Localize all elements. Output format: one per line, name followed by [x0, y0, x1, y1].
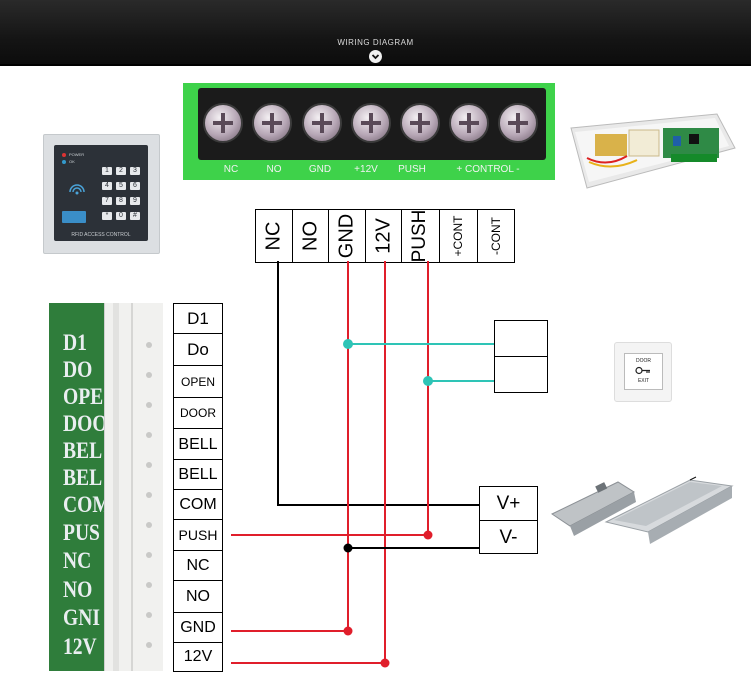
junction-dot: [343, 543, 353, 553]
terminal-label: + CONTROL -: [456, 164, 520, 175]
keypad-key: 6: [130, 182, 140, 190]
board-label: NO: [63, 577, 93, 602]
pin-com: COM: [174, 490, 222, 520]
board-label: BEL: [63, 438, 103, 463]
key-icon: [635, 366, 650, 375]
terminal-screw: [449, 103, 489, 143]
keypad-key: 0: [116, 212, 126, 220]
exit-button-terminals: [494, 320, 548, 393]
lock-v-minus: V-: [499, 527, 518, 548]
page-title: WIRING DIAGRAM: [337, 38, 414, 47]
pin-open: OPEN: [174, 366, 222, 398]
terminal-cell: GND: [329, 210, 367, 262]
ok-label: OK: [69, 159, 75, 164]
terminal-screw: [302, 103, 342, 143]
keypad-panel: POWER OK 1 2 3 4 5 6 7 8 9 * 0 #: [54, 145, 148, 241]
exit-button-face: DOOR EXIT: [624, 353, 663, 390]
terminal-label: NC: [223, 164, 239, 175]
junction-dot: [343, 626, 353, 636]
wire-connector: [104, 303, 163, 671]
header-bar: WIRING DIAGRAM: [0, 0, 751, 66]
terminal-label: PUSH: [398, 164, 426, 175]
junction-dot: [380, 658, 390, 668]
pin-do: Do: [174, 334, 222, 366]
pin-d1: D1: [174, 304, 222, 334]
card-icon: [62, 211, 86, 223]
terminal-screw: [400, 103, 440, 143]
pin-gnd: GND: [174, 613, 222, 643]
board-label: DO: [63, 357, 93, 382]
keypad-key: 9: [130, 197, 140, 205]
pin-no: NO: [174, 581, 222, 613]
keypad-key: 4: [102, 182, 112, 190]
keypad-key: 2: [116, 167, 126, 175]
lock-v-plus: V+: [480, 487, 537, 521]
chevron-down-icon[interactable]: [369, 50, 382, 63]
terminal-screw: [498, 103, 538, 143]
terminal-screw: [203, 103, 243, 143]
power-label: POWER: [69, 152, 85, 157]
board-label: OPE: [63, 384, 104, 409]
board-label: D1: [63, 330, 87, 355]
board-label: COM: [63, 492, 111, 517]
pin-bell: BELL: [174, 460, 222, 490]
keypad-footer: RFID ACCESS CONTROL: [71, 232, 131, 238]
electric-lock-photo: [550, 476, 734, 544]
terminal-cell: +CONT: [440, 210, 479, 262]
board-label: DOO: [63, 411, 108, 436]
exit-button-photo: DOOR EXIT: [614, 342, 672, 402]
keypad-key: 1: [102, 167, 112, 175]
terminal-label: GND: [308, 164, 332, 175]
pin-12v: 12V: [183, 648, 213, 665]
board-label: PUS: [63, 520, 100, 545]
controller-pin-table: D1 Do OPEN DOOR BELL BELL COM PUSH NC NO…: [173, 303, 223, 672]
board-label: BEL: [63, 465, 103, 490]
pin-door: DOOR: [174, 398, 222, 429]
terminal-block-labels: NC NO GND +12V PUSH + CONTROL -: [198, 162, 546, 178]
terminal-cell: 12V: [366, 210, 402, 262]
terminal-screw: [351, 103, 391, 143]
terminal-label: +12V: [354, 164, 378, 175]
keypad-key: 7: [102, 197, 112, 205]
pin-nc: NC: [174, 551, 222, 581]
board-label: 12V: [63, 634, 97, 659]
keypad-key: 5: [116, 182, 126, 190]
junction-dot: [423, 530, 433, 540]
lock-terminals: V+ V-: [479, 486, 538, 554]
keypad-key: 3: [130, 167, 140, 175]
keypad-key: #: [130, 212, 140, 220]
terminal-cell: NO: [293, 210, 330, 262]
power-supply-photo: [570, 113, 736, 189]
terminal-screw: [252, 103, 292, 143]
rfid-keypad-photo: POWER OK 1 2 3 4 5 6 7 8 9 * 0 # RFID AC…: [43, 134, 160, 254]
exit-bottom-text: EXIT: [637, 378, 650, 384]
ok-led-icon: [62, 160, 66, 164]
terminal-cell: PUSH: [402, 210, 440, 262]
power-led-icon: [62, 153, 66, 157]
junction-dot: [343, 339, 353, 349]
keypad-key: *: [102, 212, 112, 220]
keypad-key: 8: [116, 197, 126, 205]
pin-push: PUSH: [174, 520, 222, 551]
board-label: GNI: [63, 605, 100, 630]
wire-nc-to-v-plus: [277, 261, 479, 506]
board-label: NC: [63, 548, 92, 573]
terminal-cell: NC: [256, 210, 293, 262]
terminal-label: NO: [266, 164, 282, 175]
pin-bell: BELL: [174, 429, 222, 460]
rfid-wave-icon: [69, 184, 85, 195]
exit-top-text: DOOR: [636, 358, 651, 364]
junction-dot: [423, 376, 433, 386]
exit-terminal-box: [495, 321, 547, 357]
